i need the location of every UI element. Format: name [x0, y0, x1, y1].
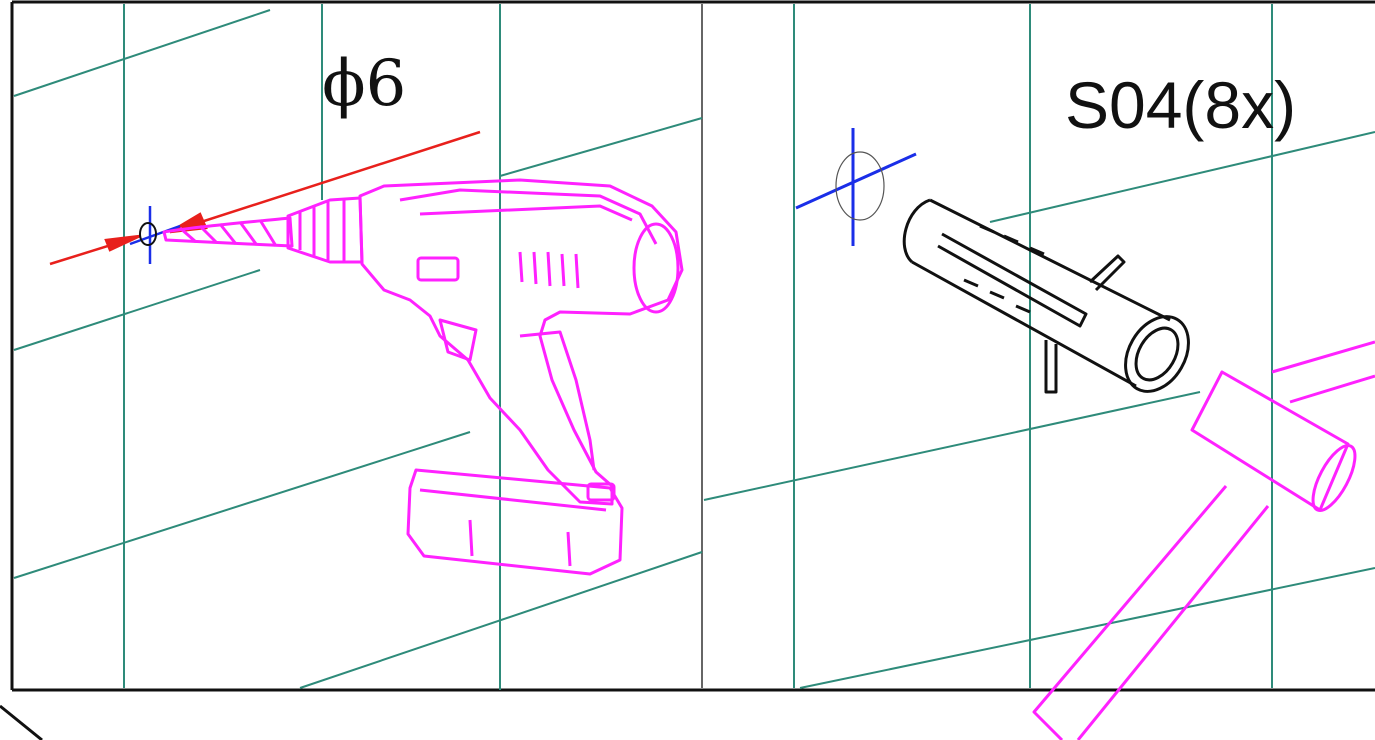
- drill-diameter-label: ϕ6: [322, 47, 407, 121]
- wall-anchor-icon: [902, 198, 1190, 394]
- drill-mark-icon: [129, 206, 181, 264]
- wall-grid-right: [703, 4, 1375, 689]
- drill-icon: [162, 178, 684, 576]
- drill-bit-icon: [162, 216, 294, 248]
- wall-grid-left: [13, 4, 703, 690]
- target-mark-icon: [795, 128, 917, 246]
- hammer-icon: [1032, 340, 1375, 740]
- anchor-part-label: S04(8x): [1065, 68, 1297, 142]
